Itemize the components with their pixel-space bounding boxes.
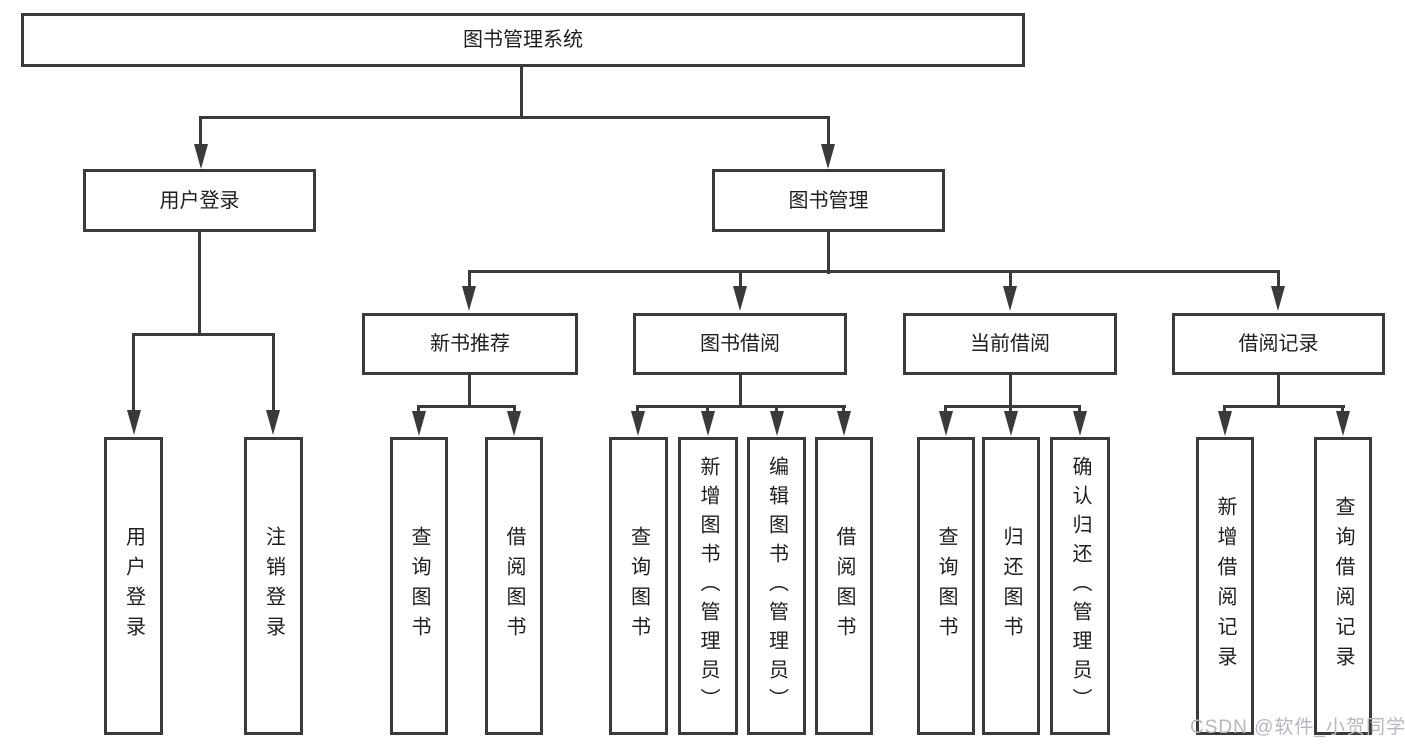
leaf-return-book-label: 归还图书 <box>1000 526 1022 646</box>
connector-line <box>739 270 742 288</box>
arrow-down-icon <box>1003 286 1017 311</box>
leaf-add-borrow-record-label: 新增借阅记录 <box>1214 496 1236 676</box>
leaf-borrow-book-recommend: 借阅图书 <box>485 437 543 735</box>
node-root: 图书管理系统 <box>21 13 1025 67</box>
leaf-edit-book-admin: 编辑图书（管理员） <box>747 437 806 735</box>
node-current-borrow-label: 当前借阅 <box>970 333 1050 355</box>
connector-line <box>706 405 709 415</box>
connector-line <box>133 333 275 336</box>
connector-line <box>1009 405 1012 415</box>
arrow-down-icon <box>1336 411 1350 436</box>
leaf-confirm-return-admin-label: 确认归还（管理员） <box>1069 455 1091 717</box>
leaf-add-book-admin: 新增图书（管理员） <box>678 437 738 735</box>
arrow-down-icon <box>507 411 521 436</box>
arrow-down-icon <box>631 411 645 436</box>
node-user-login: 用户登录 <box>83 169 316 232</box>
arrow-down-icon <box>821 144 835 169</box>
leaf-add-book-admin-label: 新增图书（管理员） <box>697 455 719 717</box>
connector-line <box>199 116 830 119</box>
connector-line <box>775 405 778 415</box>
connector-line <box>468 270 471 288</box>
node-book-borrow-label: 图书借阅 <box>700 333 780 355</box>
arrow-down-icon <box>127 410 141 435</box>
leaf-query-book-current: 查询图书 <box>917 437 975 735</box>
connector-line <box>198 232 201 336</box>
connector-line <box>1078 405 1081 415</box>
connector-line <box>132 333 135 412</box>
leaf-user-login-label: 用户登录 <box>122 526 145 646</box>
node-new-book-recommend: 新书推荐 <box>362 313 578 375</box>
connector-line <box>417 405 420 415</box>
arrow-down-icon <box>1004 411 1018 436</box>
leaf-query-borrow-record-label: 查询借阅记录 <box>1332 496 1354 676</box>
node-book-borrow: 图书借阅 <box>633 313 847 375</box>
leaf-add-borrow-record: 新增借阅记录 <box>1196 437 1254 735</box>
connector-line <box>827 232 830 274</box>
arrow-down-icon <box>1073 411 1087 436</box>
arrow-down-icon <box>194 144 208 169</box>
leaf-query-book-borrow-label: 查询图书 <box>627 526 650 646</box>
arrow-down-icon <box>412 411 426 436</box>
node-root-label: 图书管理系统 <box>463 29 583 51</box>
connector-line <box>739 375 742 408</box>
node-user-login-label: 用户登录 <box>159 189 240 212</box>
connector-line <box>842 405 845 415</box>
connector-line <box>636 405 639 415</box>
arrow-down-icon <box>939 411 953 436</box>
leaf-logout: 注销登录 <box>244 437 303 735</box>
connector-line <box>272 333 275 412</box>
node-book-management-label: 图书管理 <box>788 189 869 212</box>
connector-line <box>1277 270 1280 288</box>
connector-line <box>468 375 471 408</box>
arrow-down-icon <box>701 411 715 436</box>
connector-line <box>1223 405 1226 415</box>
node-borrow-record: 借阅记录 <box>1172 313 1385 375</box>
connector-line <box>636 405 846 408</box>
node-book-management: 图书管理 <box>712 169 945 232</box>
connector-line <box>944 405 947 415</box>
leaf-query-book-borrow: 查询图书 <box>609 437 668 735</box>
leaf-query-book-recommend: 查询图书 <box>390 437 448 735</box>
connector-line <box>1009 375 1012 408</box>
leaf-logout-label: 注销登录 <box>262 526 285 646</box>
leaf-borrow-book: 借阅图书 <box>815 437 873 735</box>
connector-line <box>1277 375 1280 408</box>
arrow-down-icon <box>733 286 747 311</box>
connector-line <box>417 405 516 408</box>
arrow-down-icon <box>462 286 476 311</box>
arrow-down-icon <box>837 411 851 436</box>
leaf-borrow-book-label: 借阅图书 <box>833 526 855 646</box>
leaf-edit-book-admin-label: 编辑图书（管理员） <box>765 455 788 717</box>
arrow-down-icon <box>770 411 784 436</box>
leaf-query-book-recommend-label: 查询图书 <box>408 526 430 646</box>
arrow-down-icon <box>266 410 280 435</box>
csdn-watermark: CSDN @软件_小贺同学 <box>1190 717 1405 738</box>
arrow-down-icon <box>1218 411 1232 436</box>
connector-line <box>1009 270 1012 288</box>
arrow-down-icon <box>1271 286 1285 311</box>
node-current-borrow: 当前借阅 <box>903 313 1117 375</box>
connector-line <box>944 405 1081 408</box>
connector-line <box>1341 405 1344 415</box>
node-new-book-recommend-label: 新书推荐 <box>430 333 510 355</box>
node-borrow-record-label: 借阅记录 <box>1238 333 1319 355</box>
connector-line <box>520 67 523 118</box>
leaf-query-borrow-record: 查询借阅记录 <box>1314 437 1372 735</box>
connector-line <box>199 116 202 146</box>
connector-line <box>1223 405 1345 408</box>
connector-line <box>513 405 516 415</box>
leaf-borrow-book-recommend-label: 借阅图书 <box>503 526 525 646</box>
leaf-confirm-return-admin: 确认归还（管理员） <box>1050 437 1110 735</box>
leaf-return-book: 归还图书 <box>982 437 1040 735</box>
connector-line <box>468 270 1280 273</box>
leaf-query-book-current-label: 查询图书 <box>935 526 957 646</box>
connector-line <box>827 116 830 146</box>
leaf-user-login: 用户登录 <box>104 437 163 735</box>
